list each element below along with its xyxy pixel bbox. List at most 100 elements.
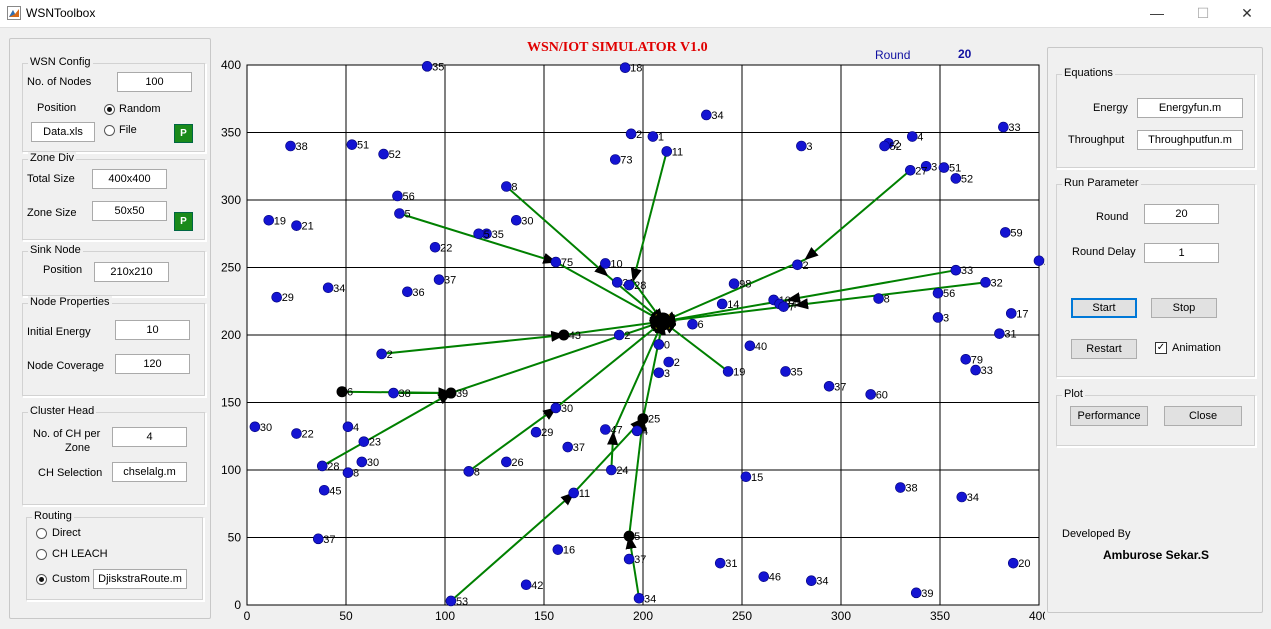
position-label: Position (37, 102, 77, 114)
node-label: 46 (769, 572, 781, 584)
sensor-node (568, 487, 580, 499)
node-label: 8 (884, 294, 890, 306)
random-label: Random (119, 103, 161, 115)
plot-group: Plot Performance Close (1056, 388, 1256, 447)
node-label: 5 (484, 229, 490, 241)
cluster-head-label: 43 (569, 330, 581, 342)
total-size-input[interactable]: 400x400 (92, 169, 167, 189)
minimize-button[interactable]: — (1150, 5, 1164, 21)
sensor-node (378, 148, 389, 160)
node-label: 34 (644, 593, 656, 605)
x-tick-label: 150 (534, 609, 554, 623)
node-label: 53 (456, 596, 468, 608)
sensor-node (722, 366, 734, 377)
route-line (625, 534, 641, 599)
node-label: 98 (739, 279, 751, 291)
cluster-head-node (445, 387, 457, 399)
node-label: 52 (389, 149, 401, 161)
ch-leach-radio[interactable] (36, 549, 47, 560)
node-label: 79 (971, 354, 983, 366)
sensor-node (392, 190, 403, 202)
y-tick-label: 100 (221, 463, 241, 477)
sensor-node (501, 181, 512, 192)
throughput-eq-input[interactable]: Throughputfun.m (1137, 130, 1243, 150)
x-tick-label: 300 (831, 609, 851, 623)
y-tick-label: 50 (228, 531, 242, 545)
sensor-node (611, 277, 623, 288)
sink-position-input[interactable]: 210x210 (94, 262, 169, 282)
network-plot[interactable]: 0501001502002503003504000501001502002503… (215, 55, 1045, 629)
zone-size-input[interactable]: 50x50 (92, 201, 167, 221)
custom-label: Custom (52, 573, 90, 585)
run-round-input[interactable]: 20 (1144, 204, 1219, 224)
initial-energy-input[interactable]: 10 (115, 320, 190, 340)
ch-selection-input[interactable]: chselalg.m (112, 462, 187, 482)
sensor-node (647, 131, 659, 142)
sensor-node (550, 256, 562, 268)
ch-per-zone-input[interactable]: 4 (112, 427, 187, 447)
plot-close-button[interactable]: Close (1164, 406, 1242, 426)
zone-p-button[interactable]: P (174, 212, 193, 231)
sensor-node (312, 533, 324, 545)
custom-radio[interactable] (36, 574, 47, 585)
sensor-node (263, 214, 275, 226)
cluster-head-node (558, 329, 570, 341)
node-label: 37 (323, 534, 335, 546)
round-delay-input[interactable]: 1 (1144, 243, 1219, 263)
animation-checkbox[interactable]: ✓ (1155, 342, 1167, 354)
restart-button[interactable]: Restart (1071, 339, 1137, 359)
node-label: 30 (367, 457, 379, 469)
close-window-button[interactable]: ✕ (1241, 5, 1253, 21)
file-radio[interactable] (104, 125, 115, 136)
data-file-input[interactable]: Data.xls (31, 122, 95, 142)
performance-button[interactable]: Performance (1070, 406, 1148, 426)
node-label: 51 (949, 163, 961, 175)
cluster-head-title: Cluster Head (28, 405, 97, 417)
random-radio[interactable] (104, 104, 115, 115)
node-label: 31 (725, 558, 737, 570)
sensor-node (865, 389, 877, 400)
x-tick-label: 400 (1029, 609, 1045, 623)
nodes-input[interactable]: 100 (117, 72, 192, 92)
sensor-node (663, 356, 675, 368)
sensor-node (429, 241, 441, 253)
direct-label: Direct (52, 527, 81, 539)
position-p-button[interactable]: P (174, 124, 193, 143)
energy-eq-input[interactable]: Energyfun.m (1137, 98, 1243, 118)
sensor-node (744, 340, 756, 352)
sensor-node (950, 264, 962, 276)
node-coverage-label: Node Coverage (27, 360, 105, 372)
routing-group: Routing Direct CH LEACH Custom Djiskstra… (26, 510, 204, 601)
node-label: 60 (876, 389, 888, 401)
route-line (642, 320, 666, 419)
sensor-node (956, 491, 968, 503)
sensor-node (716, 298, 728, 310)
custom-route-input[interactable]: DjiskstraRoute.m (93, 569, 187, 589)
direct-radio[interactable] (36, 528, 47, 539)
node-label: 33 (961, 265, 973, 277)
sensor-node (932, 287, 944, 299)
cluster-head-node (336, 386, 348, 398)
node-label: 2 (674, 357, 680, 369)
matlab-icon (7, 6, 21, 20)
node-label: 40 (755, 341, 767, 353)
stop-button[interactable]: Stop (1151, 298, 1217, 318)
sensor-node (714, 557, 726, 569)
plot-title: Plot (1062, 388, 1085, 400)
sensor-node (600, 258, 611, 269)
ch-zone-label: Zone (65, 442, 91, 454)
start-button[interactable]: Start (1071, 298, 1137, 318)
node-label: 18 (630, 63, 642, 75)
y-tick-label: 0 (234, 598, 241, 612)
node-label: 15 (751, 472, 763, 484)
sensor-node (796, 140, 807, 152)
route-line (321, 392, 453, 467)
sensor-node (653, 367, 665, 379)
sensor-node (606, 464, 617, 476)
sensor-node (633, 592, 645, 604)
node-label: 47 (610, 425, 622, 437)
sensor-node (358, 436, 370, 447)
ch-per-zone-label: No. of CH per (33, 428, 101, 440)
node-coverage-input[interactable]: 120 (115, 354, 190, 374)
maximize-button[interactable]: ☐ (1196, 5, 1210, 21)
